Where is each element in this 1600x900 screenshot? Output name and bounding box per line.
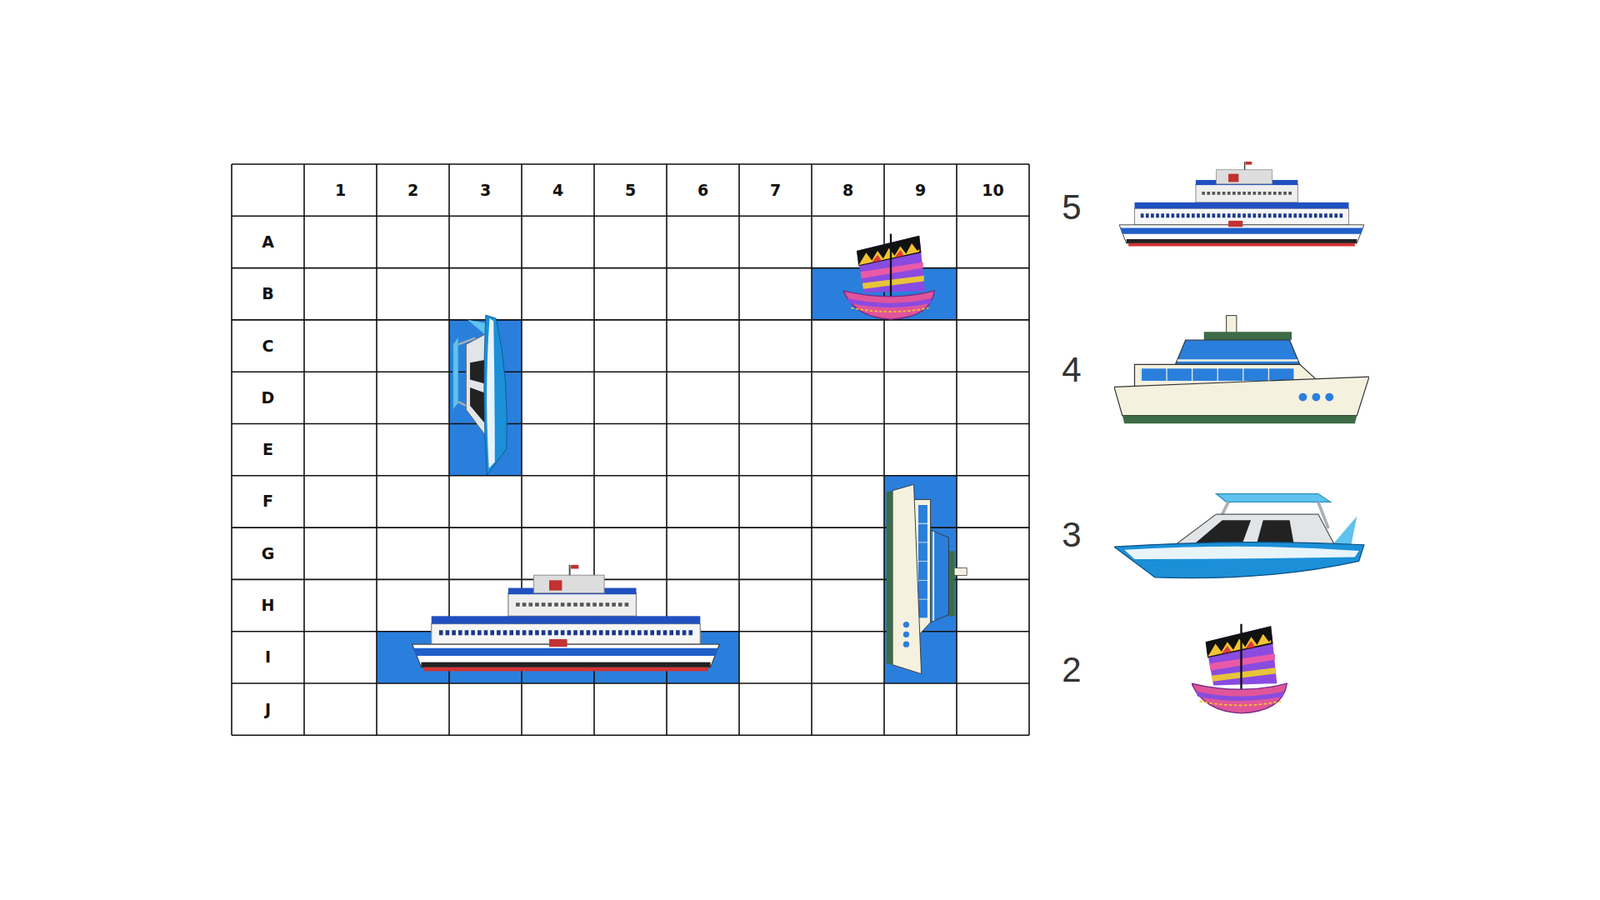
row-header: G (261, 545, 275, 562)
grid-line (231, 475, 1030, 477)
legend-number: 5 (1061, 190, 1081, 225)
row-header: D (261, 390, 275, 406)
column-header: 6 (697, 182, 709, 199)
column-header: 1 (335, 182, 346, 199)
grid-line (375, 164, 378, 735)
grid-line (303, 164, 305, 735)
column-header: 2 (407, 182, 419, 199)
legend-number: 2 (1061, 652, 1081, 688)
column-header: 8 (842, 182, 854, 199)
grid-line (738, 164, 740, 735)
row-header: J (265, 701, 271, 718)
grid-line (231, 319, 1030, 321)
grid-line (231, 163, 1030, 165)
row-header: C (262, 338, 275, 355)
row-header: I (265, 649, 271, 665)
row-header: E (262, 441, 274, 458)
grid-line (955, 164, 958, 735)
grid-line (231, 215, 1030, 217)
column-header: 4 (552, 182, 564, 199)
column-header: 3 (480, 182, 491, 199)
grid-line (231, 423, 1030, 425)
column-header: 5 (625, 182, 636, 199)
grid-line (231, 734, 1030, 736)
legend-number: 3 (1061, 517, 1081, 553)
grid-line (810, 164, 813, 735)
grid-line (1028, 164, 1030, 735)
row-header: H (261, 597, 275, 614)
column-header: 10 (981, 182, 1004, 199)
row-header: B (261, 285, 274, 302)
row-header: F (262, 493, 274, 510)
grid-line (231, 682, 1030, 685)
row-header: A (261, 234, 275, 250)
grid-line (231, 370, 1030, 373)
grid-line (230, 164, 233, 735)
column-header: 9 (915, 182, 926, 199)
column-header: 7 (770, 182, 781, 199)
legend-number: 4 (1061, 352, 1081, 388)
